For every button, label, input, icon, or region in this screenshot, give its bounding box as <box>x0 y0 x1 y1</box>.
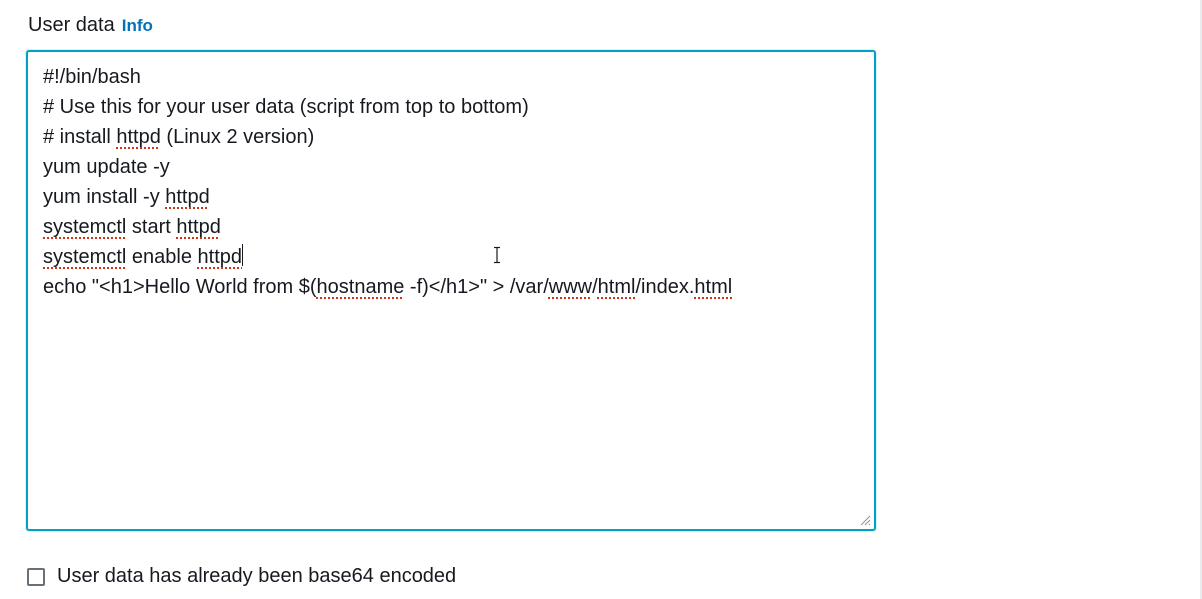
script-text: yum update -y <box>43 156 170 178</box>
script-text: # Use this for your user data (script fr… <box>43 96 529 118</box>
page-scrollbar-edge <box>1200 0 1202 599</box>
base64-encoded-label[interactable]: User data has already been base64 encode… <box>57 565 457 587</box>
script-line: # Use this for your user data (script fr… <box>43 92 864 122</box>
script-text: (Linux 2 version) <box>160 126 315 148</box>
script-text: /index. <box>635 276 695 298</box>
script-text: start <box>126 216 177 238</box>
text-caret <box>242 244 243 266</box>
script-line: # install httpd (Linux 2 version) <box>43 122 864 152</box>
script-text: yum install -y <box>43 186 166 208</box>
script-text: echo "<h1>Hello World from $( <box>43 276 317 298</box>
misspelled-word: httpd <box>176 216 221 238</box>
info-link[interactable]: Info <box>121 16 153 35</box>
script-line: systemctl start httpd <box>43 212 864 242</box>
misspelled-word: httpd <box>116 126 161 148</box>
script-line: echo "<h1>Hello World from $(hostname -f… <box>43 272 864 302</box>
misspelled-word: hostname <box>316 276 405 298</box>
misspelled-word: httpd <box>165 186 210 208</box>
script-text: -f)</h1>" > /var/ <box>404 276 549 298</box>
script-line: systemctl enable httpd <box>43 242 864 272</box>
script-line: #!/bin/bash <box>43 62 864 92</box>
misspelled-word: html <box>694 276 733 298</box>
misspelled-word: systemctl <box>43 246 127 268</box>
misspelled-word: systemctl <box>43 216 127 238</box>
misspelled-word: www <box>548 276 593 298</box>
base64-encoded-option[interactable]: User data has already been base64 encode… <box>27 565 456 588</box>
script-line: yum install -y httpd <box>43 182 864 212</box>
script-text: / <box>592 276 598 298</box>
script-text: enable <box>126 246 198 268</box>
base64-encoded-checkbox[interactable] <box>27 567 45 586</box>
script-text: # install <box>43 126 117 148</box>
misspelled-word: html <box>597 276 636 298</box>
user-data-script-text[interactable]: #!/bin/bash # Use this for your user data… <box>43 62 864 519</box>
user-data-textarea[interactable]: #!/bin/bash # Use this for your user data… <box>26 50 876 531</box>
user-data-header: User data Info <box>28 14 153 37</box>
text-cursor-icon <box>494 246 500 264</box>
script-line: yum update -y <box>43 152 864 182</box>
resize-handle-icon[interactable] <box>859 514 871 526</box>
misspelled-word: httpd <box>197 246 242 268</box>
script-text: #!/bin/bash <box>43 66 141 88</box>
user-data-label: User data <box>28 14 115 36</box>
